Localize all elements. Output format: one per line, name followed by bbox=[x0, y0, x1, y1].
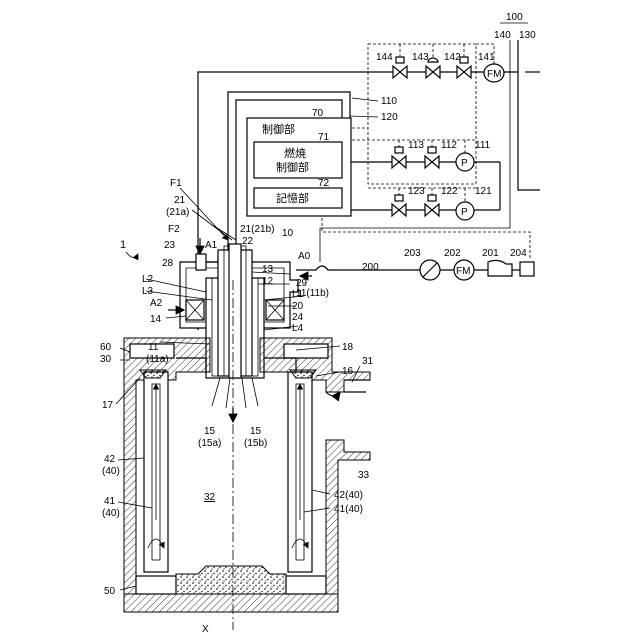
label-121: 121 bbox=[475, 186, 492, 197]
label-143: 143 bbox=[412, 52, 429, 63]
label-123: 123 bbox=[408, 186, 425, 197]
control-signal-bus bbox=[322, 128, 530, 260]
label-42-40: 42(40) bbox=[334, 490, 363, 501]
label-10: 10 bbox=[282, 228, 294, 239]
label-200: 200 bbox=[362, 262, 379, 273]
label-A2: A2 bbox=[150, 298, 163, 309]
label-140: 140 bbox=[494, 30, 511, 41]
label-112: 112 bbox=[441, 140, 457, 151]
label-A1: A1 bbox=[205, 240, 218, 251]
label-L1-text: L1 bbox=[292, 289, 304, 300]
label-L2: L2 bbox=[142, 274, 154, 285]
label-122: 122 bbox=[441, 186, 458, 197]
label-L4: L4 bbox=[292, 323, 304, 334]
label-40a: (40) bbox=[102, 466, 120, 477]
label-22: 22 bbox=[242, 236, 254, 247]
label-41: 41 bbox=[104, 496, 116, 507]
label-40b: (40) bbox=[102, 508, 120, 519]
label-70: 70 bbox=[312, 108, 324, 119]
control-unit-label: 制御部 bbox=[262, 122, 295, 136]
combustion-label-2: 制御部 bbox=[276, 160, 309, 174]
label-130: 130 bbox=[519, 30, 536, 41]
label-F1: F1 bbox=[170, 178, 182, 189]
label-100: 100 bbox=[506, 12, 523, 23]
label-202: 202 bbox=[444, 248, 461, 259]
pump-121-label: P bbox=[461, 207, 468, 218]
label-72: 72 bbox=[318, 178, 330, 189]
label-24: 24 bbox=[292, 312, 304, 323]
valve-112-icon bbox=[425, 147, 439, 168]
pipe-130 bbox=[518, 40, 540, 190]
air-supply-200: FM 200 203 202 201 204 bbox=[296, 248, 534, 280]
label-42: 42 bbox=[104, 454, 116, 465]
label-L3: L3 bbox=[142, 286, 154, 297]
label-60: 60 bbox=[100, 342, 112, 353]
label-11a: (11a) bbox=[146, 354, 169, 365]
nozzle-23 bbox=[196, 254, 206, 270]
label-144: 144 bbox=[376, 52, 393, 63]
combustion-label-1: 燃焼 bbox=[284, 146, 306, 160]
label-F2: F2 bbox=[168, 224, 180, 235]
wall-bottom bbox=[124, 594, 338, 612]
label-201: 201 bbox=[482, 248, 499, 259]
blower-201-icon bbox=[488, 260, 512, 276]
label-141: 141 bbox=[478, 52, 495, 63]
fm-202-label: FM bbox=[456, 266, 470, 277]
label-110: 110 bbox=[381, 96, 397, 107]
label-15a: 15 bbox=[204, 426, 216, 437]
label-14: 14 bbox=[150, 314, 162, 325]
label-204: 204 bbox=[510, 248, 527, 259]
label-11: 11 bbox=[148, 342, 159, 353]
label-71: 71 bbox=[318, 132, 330, 143]
label-15b: 15 bbox=[250, 426, 262, 437]
pump-111-label: P bbox=[461, 158, 468, 169]
label-17: 17 bbox=[102, 400, 114, 411]
label-12: 12 bbox=[262, 276, 274, 287]
bottom-block-left bbox=[136, 576, 176, 594]
label-A0: A0 bbox=[298, 251, 311, 262]
label-41-40: 41(40) bbox=[334, 504, 363, 515]
label-142: 142 bbox=[444, 52, 461, 63]
label-1: 1 bbox=[120, 239, 126, 251]
label-113: 113 bbox=[408, 140, 424, 151]
control-unit-70: 制御部 燃焼 制御部 記憶部 70 71 72 bbox=[247, 108, 351, 216]
label-32: 32 bbox=[204, 492, 216, 503]
storage-label: 記憶部 bbox=[276, 191, 309, 205]
label-28: 28 bbox=[162, 258, 174, 269]
label-120: 120 bbox=[381, 112, 398, 123]
filter-204-icon bbox=[520, 262, 534, 276]
valve-122-icon bbox=[425, 195, 439, 216]
label-203: 203 bbox=[404, 248, 421, 259]
label-13: 13 bbox=[262, 264, 274, 275]
label-X: X bbox=[202, 624, 209, 635]
valve-123-icon bbox=[392, 195, 406, 216]
label-21: 21 bbox=[174, 195, 186, 206]
label-21a: (21a) bbox=[166, 207, 189, 218]
label-16: 16 bbox=[342, 366, 354, 377]
label-18: 18 bbox=[342, 342, 354, 353]
label-111: 111 bbox=[475, 140, 491, 151]
label-30: 30 bbox=[100, 354, 112, 365]
fm-141-label: FM bbox=[487, 69, 501, 80]
valve-144-icon bbox=[393, 57, 407, 78]
air-pipe bbox=[296, 266, 420, 270]
label-50: 50 bbox=[104, 586, 116, 597]
fuel-nozzle-21 bbox=[229, 244, 241, 378]
label-15a-paren: (15a) bbox=[198, 438, 221, 449]
valve-113-icon bbox=[392, 147, 406, 168]
bottom-block-right bbox=[286, 576, 326, 594]
label-33: 33 bbox=[358, 470, 370, 481]
label-20: 20 bbox=[292, 301, 304, 312]
label-31: 31 bbox=[362, 356, 374, 367]
label-15b-paren: (15b) bbox=[244, 438, 267, 449]
bottom-bed bbox=[176, 566, 286, 594]
wall-right bbox=[326, 440, 370, 594]
label-21b: 21(21b) bbox=[240, 224, 274, 235]
label-23: 23 bbox=[164, 240, 176, 251]
